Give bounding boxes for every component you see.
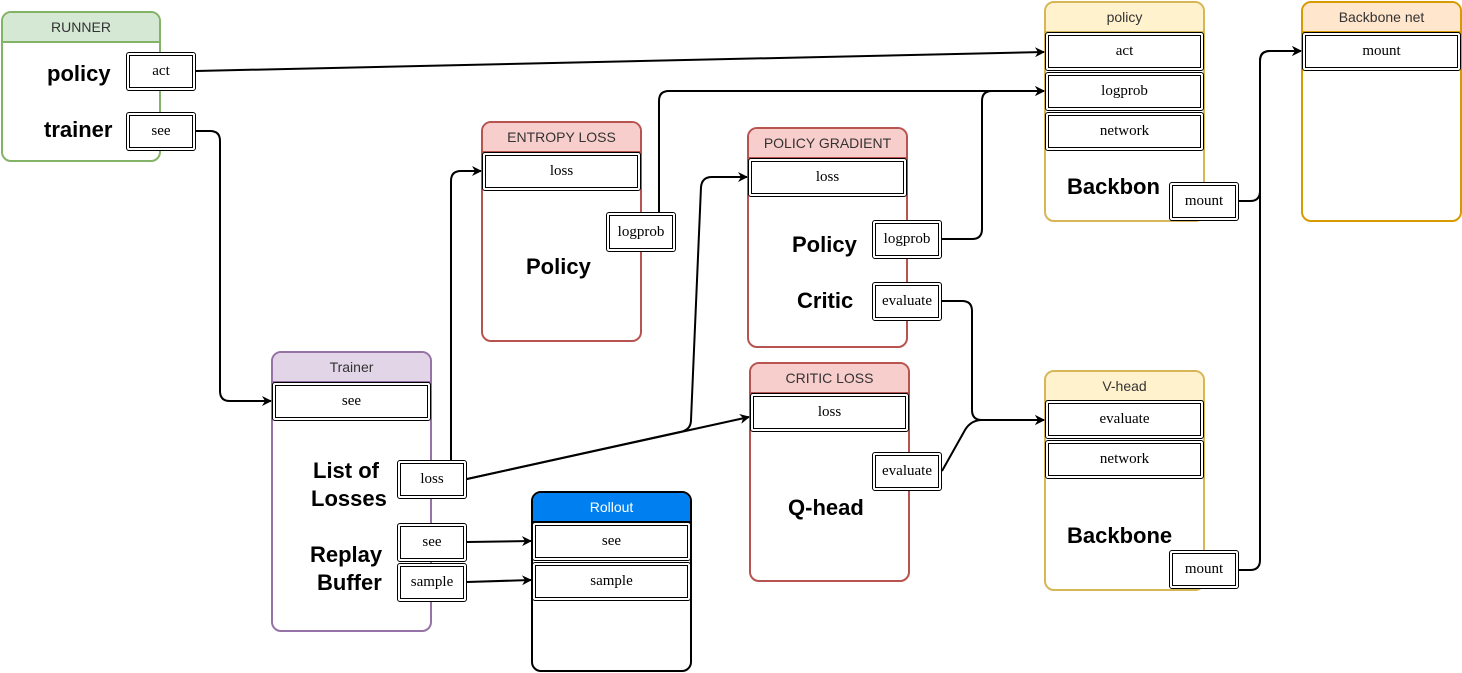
trainer-losses-label-line1: List of: [313, 458, 379, 483]
policy-gradient-title: POLICY GRADIENT: [749, 129, 906, 159]
runner-see-port[interactable]: see: [126, 112, 196, 151]
critic-loss-evaluate-port[interactable]: evaluate: [872, 452, 942, 491]
vhead-backbone-label: Backbone: [1067, 523, 1173, 548]
policy-node-network-port[interactable]: network: [1045, 112, 1204, 151]
policy-gradient-evaluate-port[interactable]: evaluate: [872, 282, 942, 321]
runner-policy-label: policy: [47, 61, 111, 86]
policy-node-backbone-label: Backbon: [1067, 174, 1160, 199]
policy-node-mount-port[interactable]: mount: [1169, 182, 1239, 221]
edge-trainer-loss-to-entropy-loss: [450, 166, 482, 460]
policy-node-logprob-port[interactable]: logprob: [1045, 72, 1204, 111]
trainer-sample-port[interactable]: sample: [397, 563, 467, 602]
rollout-title: Rollout: [533, 493, 690, 523]
policy-gradient-logprob-port[interactable]: logprob: [872, 220, 942, 259]
policy-node-title: policy: [1046, 3, 1203, 33]
runner-trainer-label: trainer: [44, 117, 113, 142]
vhead-mount-port[interactable]: mount: [1169, 550, 1239, 589]
edge-policy-mount-to-backbone-mount: [1239, 46, 1302, 202]
policy-gradient-critic-label: Critic: [797, 288, 854, 313]
trainer-buffer-label-line2: Buffer: [317, 570, 382, 595]
trainer-loss-port[interactable]: loss: [397, 460, 467, 499]
policy-node-act-port[interactable]: act: [1045, 32, 1204, 71]
rollout-see-port[interactable]: see: [532, 522, 691, 561]
policy-gradient-policy-label: Policy: [792, 232, 857, 257]
vhead-title: V-head: [1046, 372, 1203, 402]
entropy-loss-loss-port[interactable]: loss: [482, 152, 641, 191]
policy-gradient-loss-port[interactable]: loss: [748, 158, 907, 197]
critic-loss-qhead-label: Q-head: [788, 495, 864, 520]
entropy-loss-policy-label: Policy: [526, 254, 591, 279]
edge-trainer-see-to-rollout-see: [466, 536, 532, 547]
edge-trainer-sample-to-rollout-sample: [466, 575, 532, 586]
edge-runner-act-to-policy-act: [195, 47, 1045, 72]
backbone-net-mount-port[interactable]: mount: [1302, 32, 1461, 71]
trainer-see-port[interactable]: see: [272, 382, 431, 421]
trainer-buffer-label-line1: Replay: [310, 542, 383, 567]
entropy-loss-logprob-port[interactable]: logprob: [606, 212, 676, 252]
edge-pg-evaluate-to-vhead-evaluate: [942, 300, 1045, 425]
critic-loss-title: CRITIC LOSS: [751, 364, 908, 394]
edge-critic-evaluate-to-vhead-evaluate: [941, 415, 1045, 472]
trainer-losses-label-line2: Losses: [311, 486, 387, 511]
entropy-loss-title: ENTROPY LOSS: [483, 123, 640, 153]
edge-pg-logprob-to-policy-logprob: [942, 86, 1045, 240]
edge-trainer-loss-to-critic-loss: [466, 414, 750, 480]
vhead-evaluate-port[interactable]: evaluate: [1045, 400, 1204, 439]
trainer-title: Trainer: [273, 353, 430, 383]
runner-title: RUNNER: [3, 13, 159, 43]
runner-act-port[interactable]: act: [126, 52, 196, 91]
backbone-net-title: Backbone net: [1303, 3, 1460, 33]
rollout-sample-port[interactable]: sample: [532, 562, 691, 601]
edge-vhead-mount-to-backbone-mount: [1239, 46, 1302, 571]
vhead-network-port[interactable]: network: [1045, 440, 1204, 479]
edge-runner-see-to-trainer-see: [196, 130, 272, 406]
critic-loss-loss-port[interactable]: loss: [750, 393, 909, 432]
trainer-see-buffer-port[interactable]: see: [397, 523, 467, 562]
